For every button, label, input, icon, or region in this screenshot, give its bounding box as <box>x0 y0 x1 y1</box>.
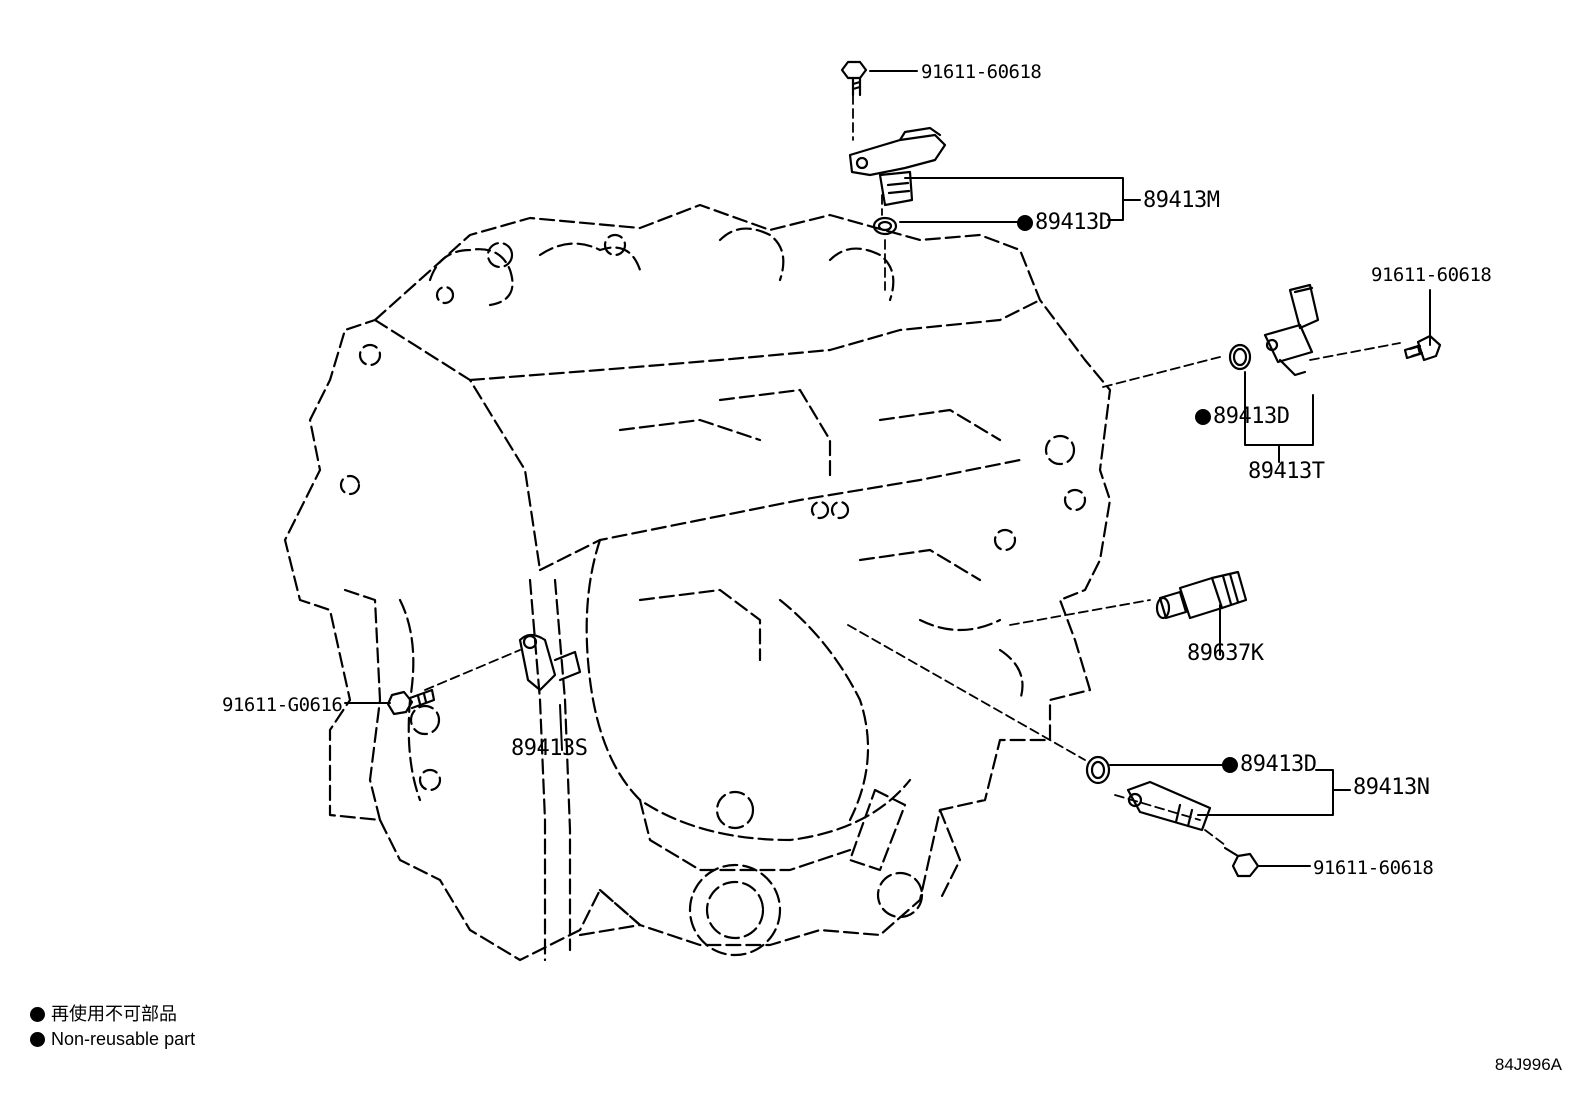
label-sensor-s: 89413S <box>511 736 588 761</box>
label-bolt-bottom: 91611-60618 <box>1313 857 1434 879</box>
bolt-top <box>840 60 868 97</box>
legend-en: Non-reusable part <box>30 1030 195 1048</box>
non-reusable-dot-icon <box>1017 215 1033 231</box>
label-sensor-m: 89413M <box>1143 188 1220 213</box>
label-bolt-right: 91611-60618 <box>1371 264 1492 286</box>
label-bolt-top: 91611-60618 <box>921 61 1042 83</box>
label-gasket-top: 89413D <box>1017 212 1112 234</box>
label-switch-k: 89637K <box>1187 641 1264 666</box>
label-bolt-left: 91611-G0616 <box>222 694 343 716</box>
transmission-assembly <box>283 203 1112 962</box>
non-reusable-dot-icon <box>30 1032 45 1047</box>
non-reusable-dot-icon <box>30 1007 45 1022</box>
label-gasket-lower: 89413D <box>1222 754 1317 776</box>
bolt-bottom <box>1223 846 1260 878</box>
label-sensor-n: 89413N <box>1353 775 1430 800</box>
gasket-top <box>872 216 898 236</box>
switch-89637k <box>1155 570 1248 620</box>
gasket-right <box>1228 343 1252 371</box>
label-gasket-right: 89413D <box>1195 406 1290 428</box>
centerlines <box>424 94 1401 846</box>
sensor-89413t <box>1263 283 1320 377</box>
bolt-left <box>386 688 436 716</box>
sensor-89413m <box>848 126 947 207</box>
gasket-lower <box>1085 755 1111 785</box>
sensor-89413s <box>518 633 582 692</box>
sensor-89413n <box>1126 780 1212 832</box>
bolt-right <box>1403 334 1442 362</box>
non-reusable-dot-icon <box>1222 757 1238 773</box>
legend-jp: 再使用不可部品 <box>30 1005 177 1023</box>
label-sensor-t: 89413T <box>1248 459 1325 484</box>
drawing-code: 84J996A <box>1494 1055 1562 1074</box>
non-reusable-dot-icon <box>1195 409 1211 425</box>
